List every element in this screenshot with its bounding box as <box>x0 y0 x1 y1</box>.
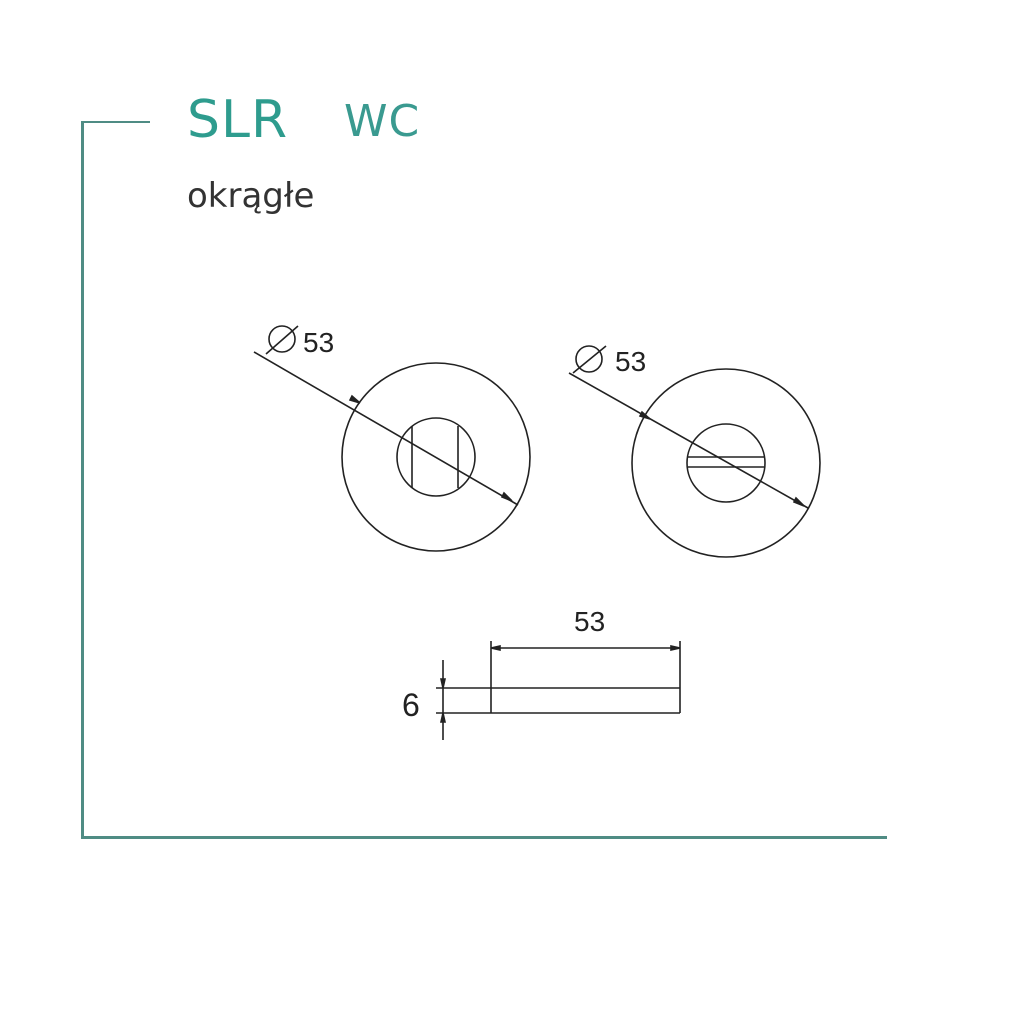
diameter-label-right: 53 <box>615 346 646 377</box>
rosette-right <box>568 345 821 558</box>
variant-title: WC <box>344 96 421 147</box>
width-label: 53 <box>574 606 605 637</box>
frame-left-line <box>81 121 84 839</box>
thickness-label: 6 <box>402 687 420 723</box>
diameter-symbol-left-icon <box>268 325 296 353</box>
shape-subtitle: okrągłe <box>187 176 315 216</box>
diameter-symbol-right-icon <box>575 345 603 373</box>
frame-bottom-line <box>81 836 887 839</box>
model-title: SLR <box>187 90 289 150</box>
frame-top-line <box>81 121 150 123</box>
rosette-left <box>253 325 531 552</box>
side-view <box>436 641 681 740</box>
diameter-label-left: 53 <box>303 327 334 358</box>
